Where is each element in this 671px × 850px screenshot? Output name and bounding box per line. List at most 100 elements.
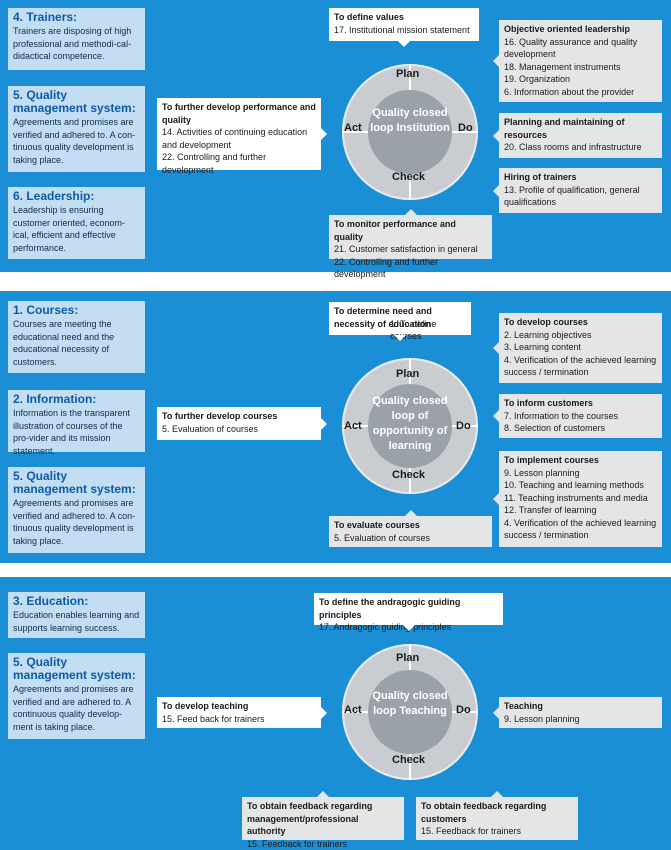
act-label: Act <box>344 122 362 134</box>
do-box-implement: To implement courses 9. Lesson planning … <box>493 451 662 547</box>
box-line: 22. Controlling and further development <box>334 256 439 280</box>
area-text: Agreements and promises are verified and… <box>13 684 134 732</box>
box-title: To determine need and necessity of educa… <box>334 306 432 329</box>
box-line: 10. Teaching and learning methods <box>504 480 644 490</box>
do-box-trainers: Hiring of trainers 13. Profile of qualif… <box>493 168 662 213</box>
box-line: 9. Lesson planning <box>504 467 580 478</box>
do-box-teaching: Teaching 9. Lesson planning <box>493 697 662 728</box>
box-line: 17. Andragogic guiding principles <box>319 622 452 632</box>
plan-box: To determine need and necessity of educa… <box>329 302 471 341</box>
plan-box: To define values 17. Institutional missi… <box>329 8 479 47</box>
box-title: Planning and maintaining of resources <box>504 117 625 140</box>
check-box: To monitor performance and quality 21. C… <box>329 209 492 279</box>
act-label: Act <box>344 704 362 716</box>
area-text: Agreements and promises are verified and… <box>13 498 136 546</box>
box-line: 5. Evaluation of courses <box>162 423 259 434</box>
area-title: 1. Courses: <box>13 303 79 317</box>
box-line: 8. Selection of customers <box>504 423 606 433</box>
area-title: 6. Leadership: <box>13 189 95 203</box>
check-box-management: To obtain feedback regarding management/… <box>242 791 404 849</box>
quality-area-information: 2. Information: Information is the trans… <box>8 390 145 456</box>
pdca-cycle: Plan Do Check Act Quality closed loop In… <box>340 62 480 202</box>
cycle-center-title: Quality closed loop of opportunity of le… <box>372 395 448 452</box>
box-title: To obtain feedback regarding management/… <box>247 801 373 836</box>
quality-area-leadership: 6. Leadership: Leadership is ensuring cu… <box>8 187 145 259</box>
box-line: 4. Verification of the achieved learning… <box>504 517 657 541</box>
plan-box: To define the andragogic guiding princip… <box>314 593 503 632</box>
area-text: Leadership is ensuring customer oriented… <box>13 205 126 253</box>
box-line: 15. Feed back for trainers <box>162 713 265 724</box>
area-title: 5. Quality management system: <box>13 469 136 496</box>
box-line: 12. Transfer of learning <box>504 505 597 515</box>
box-line: 19. Organization <box>504 74 571 84</box>
pdca-ring-graphic <box>342 644 478 780</box>
do-box-inform: To inform customers 7. Information to th… <box>493 394 662 438</box>
do-label: Do <box>456 420 471 432</box>
area-title: 5. Quality management system: <box>13 655 136 682</box>
quality-area-qms: 5. Quality management system: Agreements… <box>8 653 145 739</box>
do-label: Do <box>458 122 473 134</box>
box-line: 21. Customer satisfaction in general <box>334 244 478 254</box>
do-label: Do <box>456 704 471 716</box>
box-line: 15. Feedback for trainers <box>421 826 522 836</box>
pdca-cycle: Plan Do Check Act Quality closed loop Te… <box>340 642 480 782</box>
do-box-develop: To develop courses 2. Learning objective… <box>493 313 662 383</box>
do-box-resources: Planning and maintaining of resources 20… <box>493 113 662 158</box>
check-label: Check <box>392 754 426 766</box>
pdca-ring-graphic <box>342 64 478 200</box>
box-line: 3. Learning content <box>504 342 582 352</box>
box-title: To define the andragogic guiding princip… <box>319 597 461 620</box>
box-title: To obtain feedback regarding customers <box>421 801 547 824</box>
act-box: To develop teaching 15. Feed back for tr… <box>157 697 327 728</box>
check-label: Check <box>392 469 426 481</box>
act-label: Act <box>344 420 362 432</box>
pdca-ring-graphic <box>342 358 478 494</box>
check-label: Check <box>392 171 426 183</box>
quality-area-courses: 1. Courses: Courses are meeting the educ… <box>8 301 145 373</box>
quality-area-qms: 5. Quality management system: Agreements… <box>8 467 145 553</box>
box-title: To define values <box>334 12 404 22</box>
box-title: Teaching <box>504 701 543 711</box>
area-title: 2. Information: <box>13 392 97 406</box>
area-text: Education enables learning and supports … <box>13 610 140 633</box>
area-text: Agreements and promises are verified and… <box>13 117 136 165</box>
check-box: To evaluate courses 5. Evaluation of cou… <box>329 510 492 547</box>
box-title: To further develop courses <box>162 411 278 421</box>
area-text: Trainers are disposing of high professio… <box>13 26 132 61</box>
box-line: 7. Information to the courses <box>504 410 619 421</box>
box-line: 20. Class rooms and infrastructure <box>504 142 642 152</box>
box-title: To develop teaching <box>162 701 249 711</box>
box-line: 15. Feedback for trainers <box>247 838 348 849</box>
box-line: 9. Lesson planning <box>504 713 580 724</box>
act-box: To further develop courses 5. Evaluation… <box>157 407 327 440</box>
box-line: 5. Evaluation of courses <box>334 532 431 543</box>
area-title: 5. Quality management system: <box>13 88 136 115</box>
area-text: Courses are meeting the educational need… <box>13 319 115 367</box>
area-text: Information is the transparent illustrat… <box>13 408 131 456</box>
box-line: 4. Verification of the achieved learning… <box>504 354 657 378</box>
box-title: To implement courses <box>504 455 599 465</box>
plan-label: Plan <box>396 368 420 380</box>
box-line: 2. Learning objectives <box>504 329 592 340</box>
box-line: 14. Activities of continuing education a… <box>162 127 308 150</box>
quality-area-qms: 5. Quality management system: Agreements… <box>8 86 145 172</box>
act-box: To further develop performance and quali… <box>157 98 327 175</box>
check-box-customers: To obtain feedback regarding customers 1… <box>416 791 578 840</box>
area-title: 3. Education: <box>13 594 89 608</box>
box-line: 22. Controlling and further development <box>162 152 267 175</box>
box-title: Objective oriented leadership <box>504 24 631 34</box>
quality-area-education: 3. Education: Education enables learning… <box>8 592 145 638</box>
box-title: To evaluate courses <box>334 520 420 530</box>
box-line: 16. Quality assurance and quality develo… <box>504 36 638 60</box>
box-line: 17. Institutional mission statement <box>334 24 470 35</box>
box-title: To further develop performance and quali… <box>162 102 316 125</box>
quality-area-trainers: 4. Trainers: Trainers are disposing of h… <box>8 8 145 70</box>
box-line: 11. Teaching instruments and media <box>504 492 648 503</box>
box-line: 13. Profile of qualification, general qu… <box>504 184 640 208</box>
cycle-center-title: Quality closed loop Teaching <box>372 690 448 717</box>
box-title: Hiring of trainers <box>504 172 577 182</box>
do-box-leadership: Objective oriented leadership 16. Qualit… <box>493 20 662 102</box>
plan-label: Plan <box>396 68 420 80</box>
area-title: 4. Trainers: <box>13 10 78 24</box>
pdca-cycle: Plan Do Check Act Quality closed loop of… <box>340 356 480 496</box>
